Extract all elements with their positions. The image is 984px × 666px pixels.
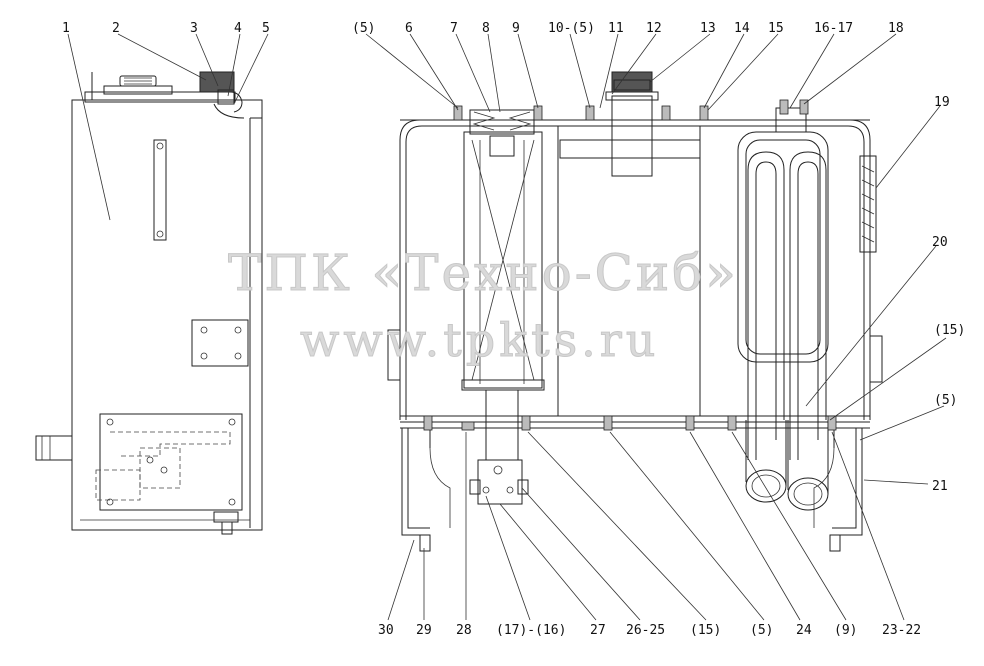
- callouts-top: 1 2 3 4 5 (5) 6 7 8 9 10-(5) 11 12 13 14…: [62, 21, 904, 36]
- callout-label: 20: [932, 235, 948, 250]
- callout-label: 19: [934, 95, 950, 110]
- watermark-line1: ТПК «Техно-Сиб»: [228, 244, 739, 302]
- callout-label: 28: [456, 623, 472, 638]
- callout-label: 15: [768, 21, 784, 36]
- callouts-right: 19 20 (15) (5) 21: [932, 95, 965, 494]
- callout-label: (17)-(16): [496, 623, 566, 638]
- callout-label: (5): [750, 623, 773, 638]
- callout-label: 11: [608, 21, 624, 36]
- callout-label: 24: [796, 623, 812, 638]
- leader-lines: [67, 33, 947, 621]
- bottom-bolts: [423, 415, 837, 431]
- callout-label: 13: [700, 21, 716, 36]
- callout-label: 1: [62, 21, 70, 36]
- callout-label: (9): [834, 623, 857, 638]
- callout-label: (5): [352, 21, 375, 36]
- callout-label: 4: [234, 21, 242, 36]
- callout-label: 29: [416, 623, 432, 638]
- callout-label: 21: [932, 479, 948, 494]
- callout-label: 5: [262, 21, 270, 36]
- callout-label: 26-25: [626, 623, 665, 638]
- callout-label: 27: [590, 623, 606, 638]
- callout-label: 6: [405, 21, 413, 36]
- callout-label: 2: [112, 21, 120, 36]
- watermark-line2: www.tpkts.ru: [300, 313, 659, 367]
- section-view: [387, 71, 883, 552]
- callout-label: 8: [482, 21, 490, 36]
- callout-label: 7: [450, 21, 458, 36]
- callout-label: 23-22: [882, 623, 921, 638]
- side-view: [35, 71, 263, 535]
- callout-label: 18: [888, 21, 904, 36]
- callout-label: 30: [378, 623, 394, 638]
- callout-label: 9: [512, 21, 520, 36]
- callout-label: (15): [934, 323, 965, 338]
- callouts-bottom: 30 29 28 (17)-(16) 27 26-25 (15) (5) 24 …: [378, 623, 921, 638]
- callout-label: 12: [646, 21, 662, 36]
- callout-label: 14: [734, 21, 750, 36]
- callout-label: 16-17: [814, 21, 853, 36]
- top-bolts: [453, 99, 809, 121]
- callout-label: 10-(5): [548, 21, 595, 36]
- callout-label: (5): [934, 393, 957, 408]
- callout-label: (15): [690, 623, 721, 638]
- callout-label: 3: [190, 21, 198, 36]
